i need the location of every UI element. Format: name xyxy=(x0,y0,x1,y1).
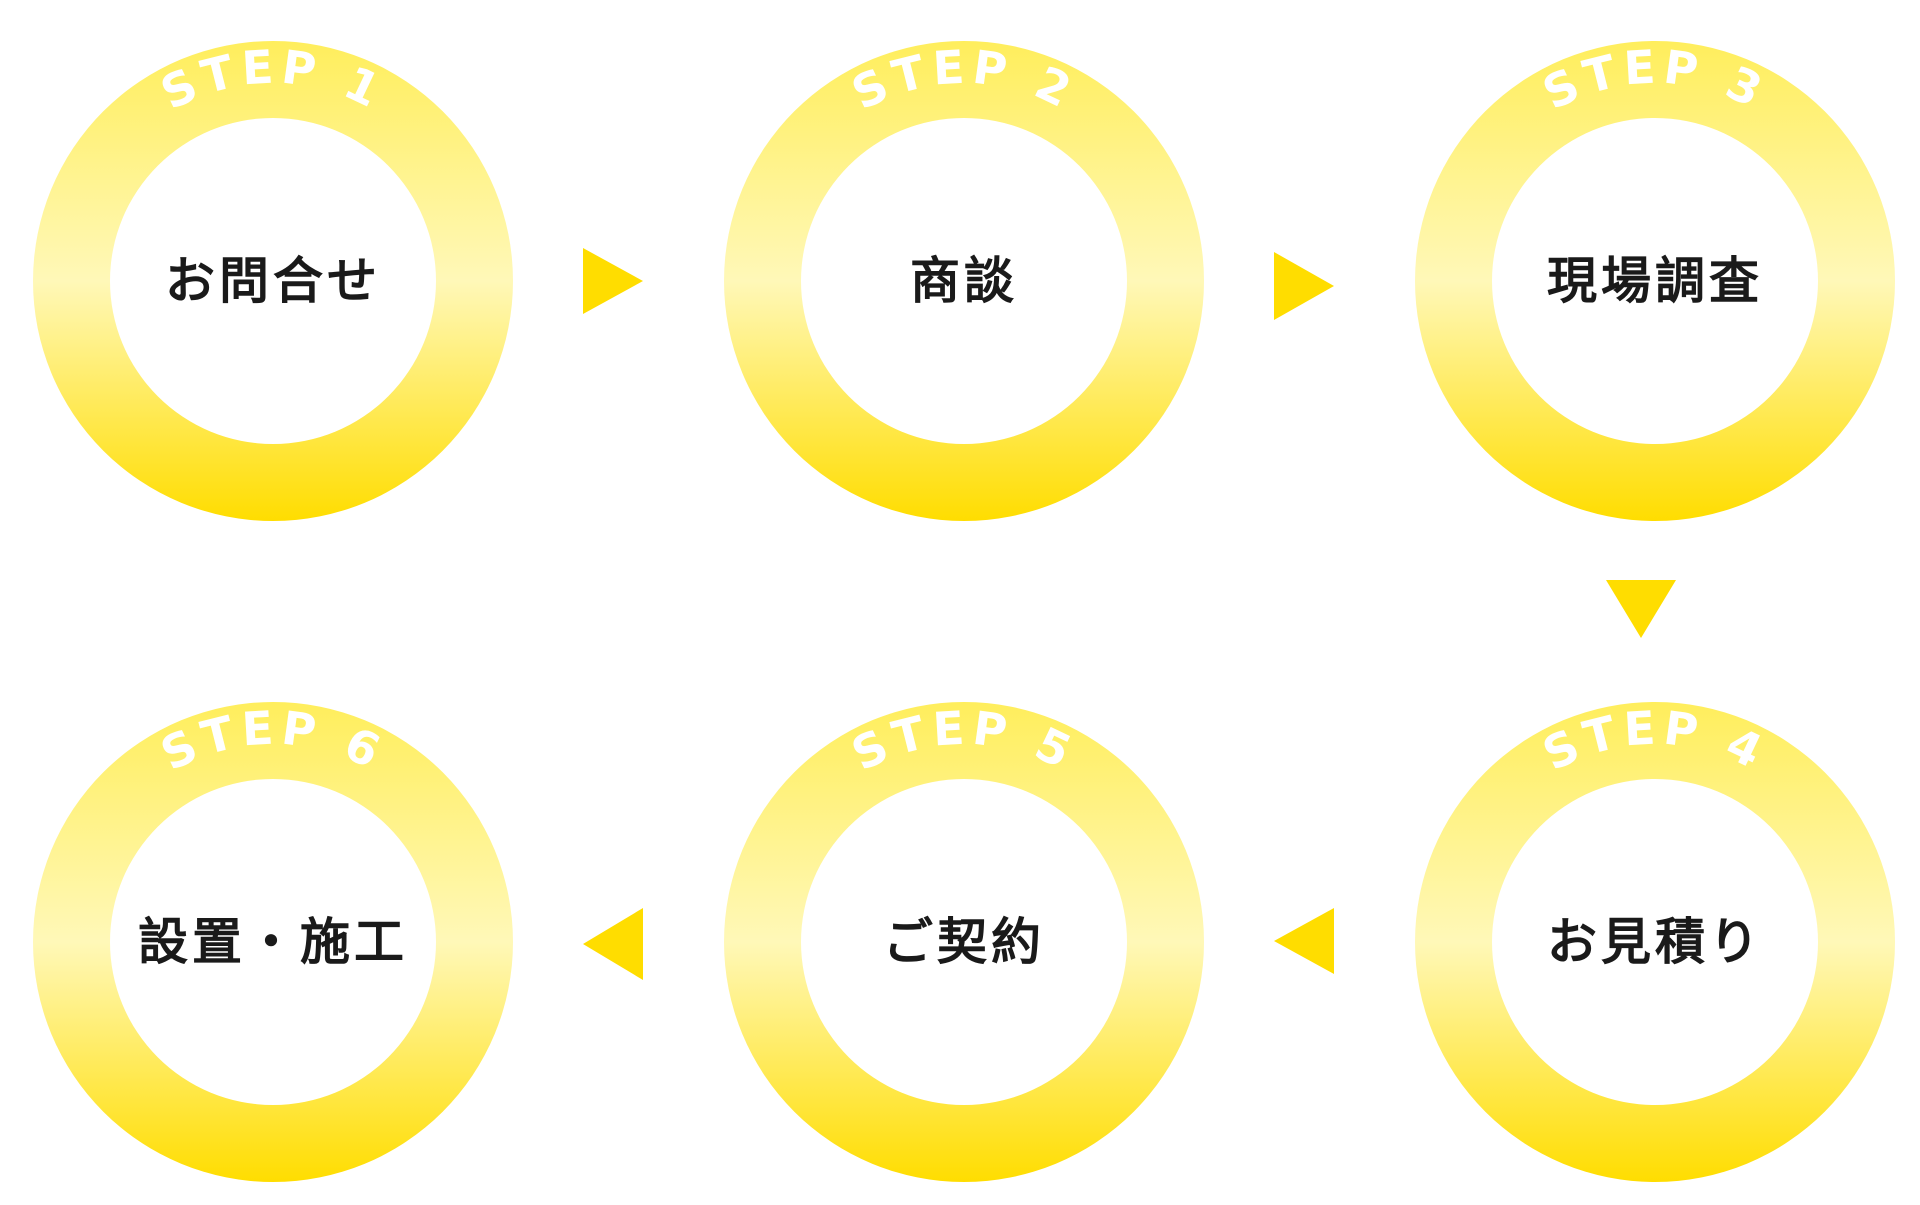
step-5-inner xyxy=(801,779,1127,1105)
step-4-inner xyxy=(1492,779,1818,1105)
arrow-right-icon xyxy=(583,248,643,314)
step-5-name: ご契約 xyxy=(883,913,1045,971)
step-6: STEP 6 設置・施工 xyxy=(33,700,513,1182)
step-2-name: 商談 xyxy=(910,252,1018,310)
step-1-inner xyxy=(110,118,436,444)
step-4: STEP 4 お見積り xyxy=(1415,700,1895,1182)
step-4-name: お見積り xyxy=(1547,913,1763,971)
arrow-down-icon xyxy=(1606,580,1676,638)
step-1-name: お問合せ xyxy=(165,252,381,310)
step-3: STEP 3 現場調査 xyxy=(1415,39,1895,521)
step-6-name: 設置・施工 xyxy=(138,913,408,971)
arrow-right-icon xyxy=(1274,252,1334,320)
step-2-inner xyxy=(801,118,1127,444)
step-2: STEP 2 商談 xyxy=(724,39,1204,521)
step-5: STEP 5 ご契約 xyxy=(724,700,1204,1182)
arrow-left-icon xyxy=(583,908,643,980)
step-3-name: 現場調査 xyxy=(1547,252,1763,310)
step-3-inner xyxy=(1492,118,1818,444)
arrow-left-icon xyxy=(1274,908,1334,974)
step-1: STEP 1 お問合せ xyxy=(33,39,513,521)
step-6-inner xyxy=(110,779,436,1105)
